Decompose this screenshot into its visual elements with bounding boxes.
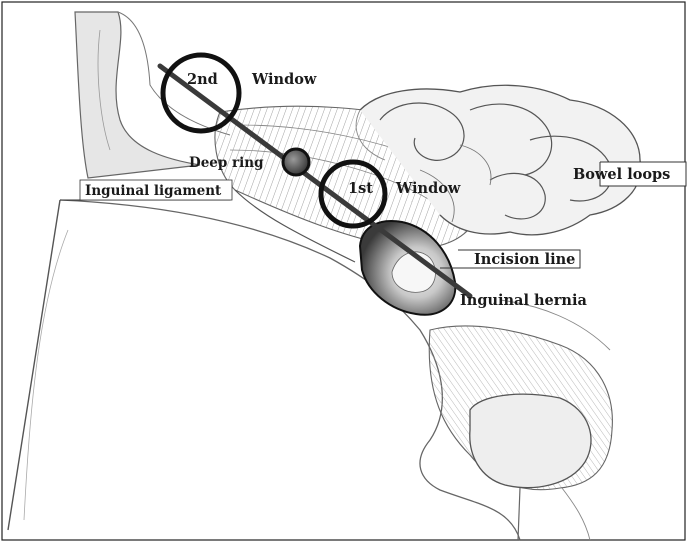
second-window-label: Window — [251, 71, 317, 88]
second-window-number: 2nd — [187, 71, 218, 88]
deep-ring-marker — [283, 149, 309, 175]
incision-line-label: Incision line — [474, 251, 575, 268]
inguinal-hernia-label: Inguinal hernia — [460, 292, 587, 309]
deep-ring-label: Deep ring — [189, 155, 264, 171]
scrotum-drawing — [429, 300, 612, 540]
abdominal-wall — [75, 12, 230, 178]
bowel-loops-label: Bowel loops — [573, 166, 670, 183]
second-window-circle — [163, 55, 239, 131]
first-window-label: Window — [395, 180, 461, 197]
inguinal-ligament-label: Inguinal ligament — [85, 183, 222, 199]
first-window-number: 1st — [348, 180, 373, 197]
